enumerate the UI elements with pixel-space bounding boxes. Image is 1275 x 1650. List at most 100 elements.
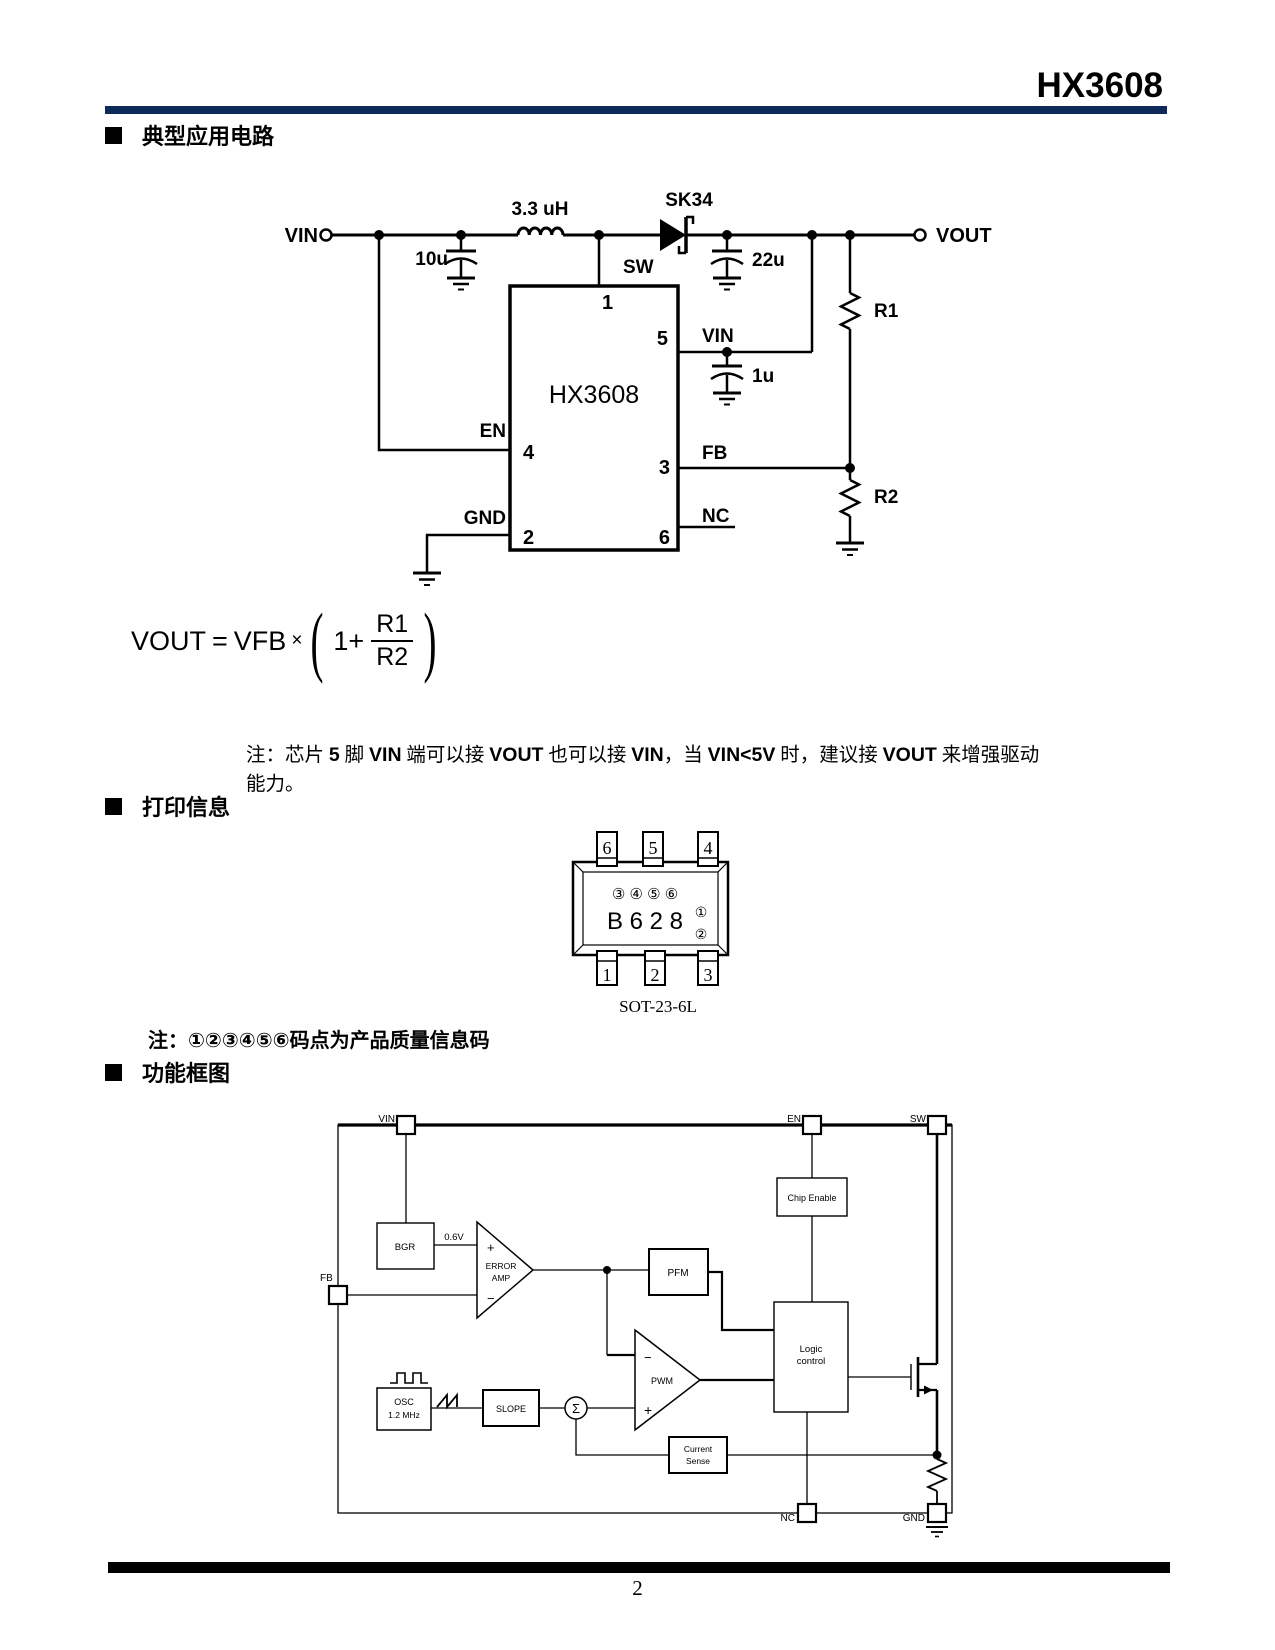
formula-equals: =	[212, 625, 228, 656]
error-amp-symbol	[476, 1220, 535, 1320]
chip-name-label: HX3608	[549, 381, 639, 409]
pin-vin-label: VIN	[702, 326, 734, 347]
ea-plus-label: +	[487, 1240, 495, 1255]
block-ground-symbol	[926, 1526, 948, 1538]
vin-terminal-node	[319, 228, 333, 242]
pwm-comparator-symbol	[634, 1328, 702, 1432]
pad-nc-label: NC	[781, 1513, 795, 1524]
formula-paren-open: (	[310, 596, 324, 684]
inductor-symbol	[516, 226, 565, 236]
current-sense-block	[668, 1436, 728, 1474]
page-title: HX3608	[1036, 66, 1163, 105]
section-bullet-icon	[105, 126, 122, 144]
pin-number-3: 3	[659, 457, 670, 479]
pin-sw-label: SW	[623, 257, 654, 278]
pin-number-2: 2	[523, 527, 534, 549]
input-capacitor-symbol	[444, 235, 478, 291]
section-marking: 打印信息	[105, 790, 230, 822]
pwm-label: PWM	[651, 1376, 673, 1386]
pin-number-1: 1	[602, 292, 613, 314]
pad-en-label: EN	[787, 1114, 801, 1125]
section-bullet-icon	[105, 797, 122, 815]
sigma-label: Σ	[572, 1401, 580, 1416]
pin-en-label: EN	[480, 421, 506, 442]
bypass-capacitor-symbol	[710, 352, 744, 406]
marking-note: 注：①②③④⑤⑥码点为产品质量信息码	[148, 1030, 490, 1052]
schottky-diode-symbol	[660, 215, 695, 255]
pin-nc-label: NC	[702, 506, 730, 527]
formula-lhs: VOUT	[131, 625, 207, 656]
current-sense-label-1: Current	[684, 1444, 713, 1454]
pin5-vin-wire	[678, 235, 814, 354]
osc-block	[376, 1387, 432, 1431]
top-pin-6: 6	[603, 838, 612, 858]
junction-dots	[374, 230, 855, 473]
formula-vfb: VFB	[233, 625, 287, 656]
marking-quality-row: ③ ④ ⑤ ⑥	[612, 886, 678, 903]
chip-enable-block	[776, 1177, 848, 1217]
r2-label: R2	[874, 487, 898, 508]
marking-side-1: ①	[695, 904, 708, 920]
current-sense-label-2: Sense	[686, 1456, 710, 1466]
logic-control-block	[773, 1301, 849, 1413]
pad-vin-label: VIN	[378, 1114, 395, 1125]
logic-control-label-2: control	[797, 1356, 826, 1367]
slope-label: SLOPE	[496, 1404, 526, 1414]
pad-sw-label: SW	[910, 1114, 927, 1125]
formula-one-plus: 1+	[333, 625, 365, 656]
diode-label: SK34	[665, 190, 713, 211]
summing-node-symbol	[564, 1396, 588, 1420]
section-title: 功能框图	[142, 1061, 231, 1086]
square-wave-icon	[390, 1372, 428, 1384]
slope-block	[482, 1389, 540, 1427]
pad-gnd-label: GND	[903, 1513, 925, 1524]
header-rule	[105, 106, 1167, 114]
osc-label-1: OSC	[394, 1397, 414, 1407]
pin-number-5: 5	[657, 328, 668, 350]
bottom-pin-3: 3	[704, 965, 713, 985]
pwm-plus-label: +	[644, 1402, 652, 1418]
input-cap-label: 10u	[415, 249, 448, 270]
section-block-diagram: 功能框图	[105, 1056, 230, 1088]
chip-enable-label: Chip Enable	[787, 1193, 836, 1203]
inductor-label: 3.3 uH	[511, 199, 568, 220]
block-pads	[327, 1114, 948, 1524]
footer-rule	[108, 1562, 1170, 1573]
formula-times: ×	[291, 630, 303, 651]
gnd-wire	[413, 533, 510, 586]
functional-block-diagram: VIN EN SW FB NC GND BGR 0.6V + − ERROR A…	[320, 1114, 953, 1538]
bypass-cap-label: 1u	[752, 366, 774, 387]
resistor-r1-symbol	[838, 235, 862, 468]
error-amp-label-2: AMP	[492, 1273, 511, 1283]
ref-voltage-label: 0.6V	[444, 1232, 464, 1243]
marking-side-2: ②	[695, 926, 708, 942]
logic-control-label-1: Logic	[800, 1344, 823, 1355]
bgr-label: BGR	[395, 1242, 416, 1253]
r1-label: R1	[874, 301, 899, 322]
error-amp-label-1: ERROR	[486, 1261, 517, 1271]
marking-code: B 6 2 8	[607, 908, 683, 935]
formula-paren-close: )	[423, 596, 437, 684]
section-bullet-icon	[105, 1063, 122, 1081]
block-wires	[347, 1134, 939, 1504]
section-title: 打印信息	[142, 795, 231, 820]
package-name-label: SOT-23-6L	[619, 997, 697, 1016]
output-capacitor-symbol	[710, 235, 744, 291]
formula-denominator: R2	[376, 643, 409, 671]
application-note: 注：芯片 5 脚 VIN 端可以接 VOUT 也可以接 VIN，当 VIN<5V…	[246, 744, 1040, 795]
pin-fb-label: FB	[702, 443, 727, 464]
pin-gnd-label: GND	[464, 508, 506, 529]
package-body	[571, 860, 730, 957]
vout-terminal-node	[913, 228, 927, 242]
application-circuit-diagram: VIN VOUT 10u 3.3 uH SK34 22u SW VIN 1u F…	[285, 190, 992, 586]
bottom-pin-1: 1	[603, 965, 612, 985]
chip-body	[508, 284, 680, 552]
top-pin-4: 4	[704, 838, 713, 858]
pwm-minus-label: −	[644, 1350, 652, 1365]
package-bottom-pins	[596, 950, 719, 986]
osc-label-2: 1.2 MHz	[388, 1410, 420, 1420]
en-wire	[377, 235, 510, 452]
pin-number-4: 4	[523, 442, 535, 464]
vin-terminal-label: VIN	[285, 225, 318, 247]
